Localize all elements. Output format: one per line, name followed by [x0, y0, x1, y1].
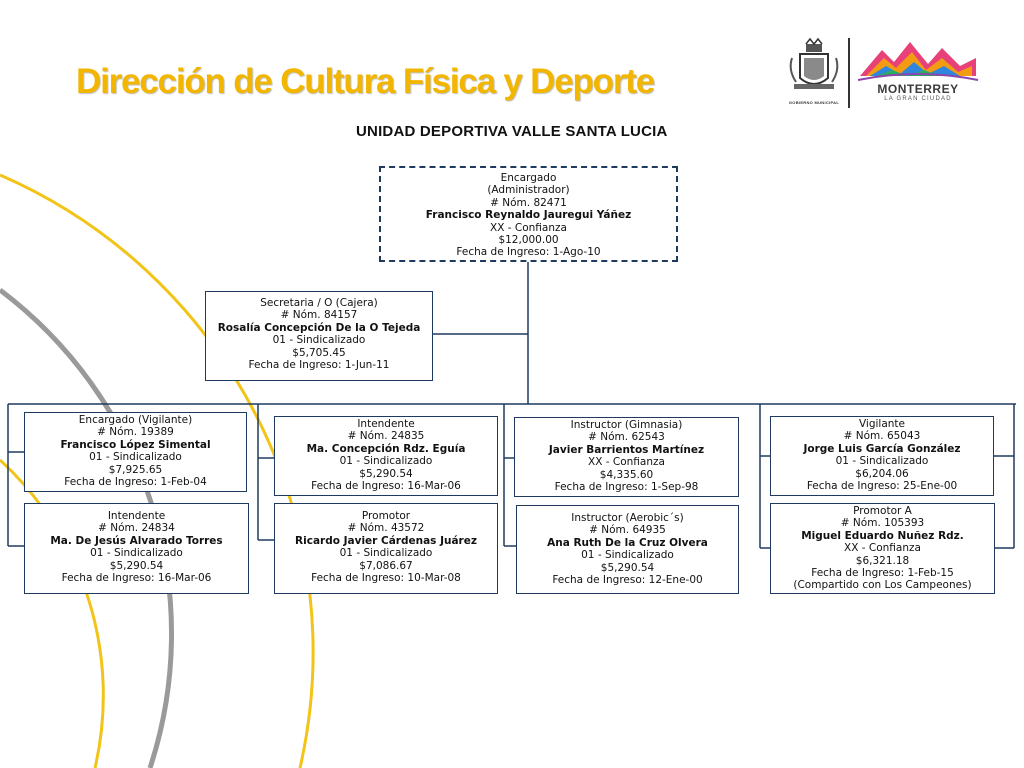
- node-role: Encargado (Vigilante): [78, 414, 193, 426]
- node-nomina: # Nóm. 65043: [843, 430, 921, 443]
- node-name: Ma. Concepción Rdz. Eguía: [306, 442, 466, 455]
- node-role: Instructor (Aerobic´s): [571, 512, 684, 524]
- node-status: 01 - Sindicalizado: [90, 547, 183, 560]
- yellow-arc-outer: [0, 173, 315, 768]
- node-status: 01 - Sindicalizado: [835, 455, 929, 468]
- node-name: Ana Ruth De la Cruz Olvera: [547, 536, 708, 549]
- node-status: XX - Confianza: [588, 456, 665, 469]
- city-tagline: LA GRAN CIUDAD: [884, 96, 952, 102]
- node-name: Javier Barrientos Martínez: [548, 443, 705, 456]
- logo-divider: [848, 38, 850, 108]
- node-salary: $5,705.45: [292, 346, 346, 359]
- node-ingreso: Fecha de Ingreso: 10-Mar-08: [311, 572, 461, 585]
- node-salary: $5,290.54: [109, 559, 164, 572]
- org-node-staff: Instructor (Gimnasia) # Nóm. 62543 Javie…: [514, 417, 739, 497]
- node-salary: $4,335.60: [599, 468, 654, 481]
- node-nomina: # Nóm. 43572: [347, 522, 425, 535]
- org-node-staff: Vigilante # Nóm. 65043 Jorge Luis García…: [770, 416, 994, 496]
- node-nomina: # Nóm. 84157: [280, 309, 358, 322]
- node-role: Intendente: [357, 418, 415, 430]
- unit-subtitle: UNIDAD DEPORTIVA VALLE SANTA LUCIA: [356, 123, 668, 140]
- node-role: Vigilante: [858, 418, 906, 430]
- monterrey-mountains-icon: [857, 42, 979, 81]
- node-name: Francisco López Simental: [60, 438, 211, 451]
- seal-caption: GOBIERNO MUNICIPAL: [788, 100, 840, 105]
- node-status: XX - Confianza: [844, 542, 921, 555]
- node-status: 01 - Sindicalizado: [339, 455, 433, 468]
- node-name: Jorge Luis García González: [803, 442, 961, 455]
- node-salary: $6,204.06: [855, 467, 909, 480]
- node-salary: $7,086.67: [359, 559, 413, 572]
- node-status: 01 - Sindicalizado: [581, 549, 674, 562]
- node-nomina: # Nóm. 19389: [97, 426, 174, 439]
- node-nomina: # Nóm. 82471: [490, 196, 567, 209]
- org-node-secretaria: Secretaria / O (Cajera) # Nóm. 84157 Ros…: [205, 291, 433, 381]
- node-nomina: # Nóm. 24834: [98, 522, 175, 535]
- node-salary: $5,290.54: [359, 467, 413, 480]
- node-ingreso: Fecha de Ingreso: 12-Ene-00: [552, 574, 703, 587]
- node-role: Intendente: [107, 510, 166, 522]
- page-title: Dirección de Cultura Física y Deporte: [76, 62, 655, 101]
- node-role: Encargado: [500, 172, 557, 184]
- node-ingreso: Fecha de Ingreso: 1-Jun-11: [248, 359, 390, 372]
- node-salary: $12,000.00: [498, 234, 559, 247]
- node-ingreso: Fecha de Ingreso: 25-Ene-00: [806, 480, 958, 493]
- city-name: MONTERREY: [877, 82, 959, 96]
- node-role: Promotor: [361, 510, 411, 522]
- node-ingreso: Fecha de Ingreso: 16-Mar-06: [61, 572, 212, 585]
- node-nomina: # Nóm. 62543: [588, 431, 665, 444]
- org-node-staff: Intendente # Nóm. 24835 Ma. Concepción R…: [274, 416, 498, 496]
- node-name: Rosalía Concepción De la O Tejeda: [217, 321, 421, 334]
- node-note: (Compartido con Los Campeones): [793, 579, 972, 592]
- node-salary: $6,321.18: [855, 554, 910, 567]
- org-node-staff: Intendente # Nóm. 24834 Ma. De Jesús Alv…: [24, 503, 249, 594]
- node-name: Ricardo Javier Cárdenas Juárez: [295, 534, 477, 547]
- node-name: Miguel Eduardo Nuñez Rdz.: [801, 529, 964, 542]
- municipal-seal-icon: [789, 37, 839, 89]
- node-nomina: # Nóm. 64935: [589, 524, 666, 537]
- node-ingreso: Fecha de Ingreso: 1-Sep-98: [554, 481, 699, 494]
- node-role-detail: (Administrador): [487, 184, 570, 197]
- node-salary: $7,925.65: [108, 463, 163, 476]
- node-salary: $5,290.54: [600, 561, 655, 574]
- yellow-arc-inner: [0, 458, 105, 768]
- org-node-staff: Instructor (Aerobic´s) # Nóm. 64935 Ana …: [516, 505, 739, 594]
- org-node-root: Encargado (Administrador) # Nóm. 82471 F…: [379, 166, 678, 262]
- org-node-staff: Encargado (Vigilante) # Nóm. 19389 Franc…: [24, 412, 247, 492]
- node-nomina: # Nóm. 24835: [347, 430, 425, 443]
- node-name: Francisco Reynaldo Jauregui Yáñez: [425, 209, 632, 222]
- node-ingreso: Fecha de Ingreso: 16-Mar-06: [311, 480, 461, 493]
- org-node-staff: Promotor # Nóm. 43572 Ricardo Javier Cár…: [274, 503, 498, 594]
- node-status: 01 - Sindicalizado: [272, 334, 366, 347]
- node-role: Promotor A: [853, 505, 912, 517]
- node-ingreso: Fecha de Ingreso: 1-Feb-15: [811, 567, 954, 580]
- node-ingreso: Fecha de Ingreso: 1-Feb-04: [64, 476, 207, 489]
- node-status: 01 - Sindicalizado: [339, 547, 433, 560]
- node-role: Instructor (Gimnasia): [570, 419, 683, 431]
- node-name: Ma. De Jesús Alvarado Torres: [50, 534, 223, 547]
- org-node-staff: Promotor A # Nóm. 105393 Miguel Eduardo …: [770, 503, 995, 594]
- node-role: Secretaria / O (Cajera): [260, 297, 378, 309]
- node-status: XX - Confianza: [490, 221, 567, 234]
- node-ingreso: Fecha de Ingreso: 1-Ago-10: [456, 246, 601, 259]
- logo-area: GOBIERNO MUNICIPAL MONTERREY LA GRAN CIU…: [786, 36, 986, 112]
- node-nomina: # Nóm. 105393: [840, 517, 925, 530]
- node-status: 01 - Sindicalizado: [89, 451, 182, 464]
